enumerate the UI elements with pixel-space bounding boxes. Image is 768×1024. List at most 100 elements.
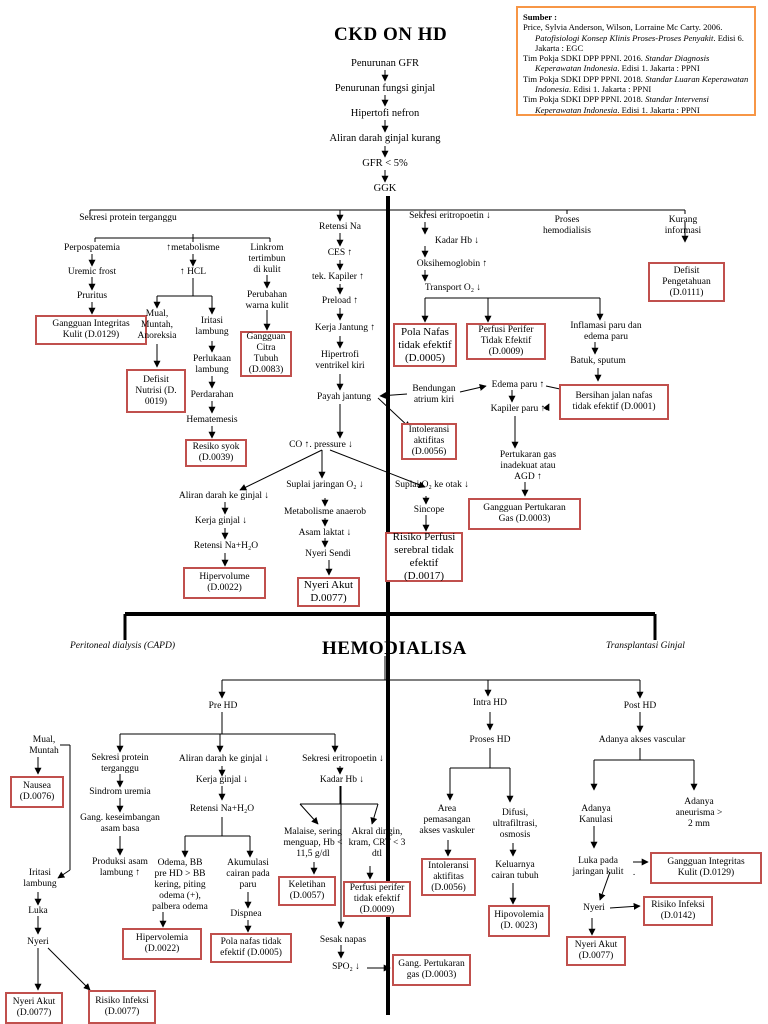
node-sesak: Sesak napas: [319, 935, 367, 945]
node-aliran-hd: Aliran darah ke ginjal ↓: [178, 754, 270, 764]
node-perdarahan: Perdarahan: [190, 390, 234, 400]
node-akral: Akral dingin, kram, CRT < 3 dtl: [348, 827, 406, 859]
capd-label: Peritoneal dialysis (CAPD): [70, 641, 176, 651]
dx-risiko-perfusi: Risiko Perfusi serebral tidak efektif (D…: [385, 531, 463, 582]
node-retensi-nah2o: Retensi Na+H₂O: [193, 541, 259, 551]
node-edema: Edema paru ↑: [491, 380, 545, 390]
node-kanulasi: Adanya Kanulasi: [579, 804, 613, 825]
node-mual-muntah: Mual, Muntah: [29, 735, 59, 756]
node-retensi-na: Retensi Na: [319, 222, 361, 232]
dx-defisit-pengetahuan: Defisit Pengetahuan (D.0111): [648, 262, 725, 302]
node-uremic: Uremic frost: [67, 267, 117, 277]
source-ref: Price, Sylvia Anderson, Wilson, Lorraine…: [523, 22, 744, 53]
sources-heading: Sumber :: [523, 12, 557, 22]
node-kurang-info: Kurang informasi: [664, 215, 702, 236]
sources-box: Sumber : Price, Sylvia Anderson, Wilson,…: [516, 6, 756, 116]
dx-risiko-infeksi-pre: Risiko Infeksi (D.0077): [88, 990, 156, 1024]
node-sindrom: Sindrom uremia: [89, 787, 151, 797]
diagram-title: CKD ON HD: [334, 24, 448, 45]
dx-nyeri-akut-post: Nyeri Akut (D.0077): [566, 936, 626, 966]
dx-keletihan: Keletihan (D.0057): [278, 876, 336, 906]
node-oksihemoglobin: Oksihemoglobin ↑: [416, 259, 488, 269]
node-luka: Luka: [28, 906, 48, 916]
node-keluarnya: Keluarnya cairan tubuh: [491, 860, 539, 881]
node-transport: Transport O₂ ↓: [424, 283, 482, 293]
node-nyeri-post: Nyeri: [583, 903, 605, 913]
node-produksi: Produksi asam lambung ↑: [92, 857, 148, 878]
dx-integritas-kulit: Gangguan Integritas Kulit (D.0129): [35, 315, 147, 345]
dx-gangguan-pertukaran: Gangguan Pertukaran Gas (D.0003): [468, 498, 581, 530]
node-mual: Mual, Muntah, Anoreksia: [137, 309, 177, 341]
node-protein-hd: Sekresi protein terganggu: [91, 753, 149, 774]
node-kadar-hb: Kadar Hb ↓: [434, 236, 480, 246]
node-dispnea: Dispnea: [230, 909, 262, 919]
node-iritasi-lambung: Iritasi lambung: [23, 868, 57, 889]
node-gang-asam: Gang. keseimbangan asam basa: [80, 813, 160, 834]
node-difusi: Difusi, ultrafiltrasi, osmosis: [492, 808, 538, 840]
dx-intoleransi: Intoleransi aktifitas (D.0056): [401, 423, 457, 460]
node-asam-laktat: Asam laktat ↓: [298, 528, 352, 538]
node-payah: Payah jantung: [316, 392, 372, 402]
hemodialisa-title: HEMODIALISA: [322, 638, 467, 659]
dx-perfusi-perifer-hd: Perfusi perifer tidak efektif (D.0009): [343, 881, 411, 917]
node-kadar-hb-hd: Kadar Hb ↓: [319, 775, 365, 785]
node-metabolisme-anaerob: Metabolisme anaerob: [283, 507, 367, 517]
node-linkrom: Linkrom tertimbun di kulit: [248, 243, 286, 275]
node-spo2: SPO₂ ↓: [332, 962, 360, 972]
dx-hipovolemia: Hipovolemia (D. 0023): [488, 905, 550, 937]
node-gfr5: GFR < 5%: [362, 158, 408, 169]
source-ref: Tim Pokja SDKI DPP PPNI. 2016. Standar D…: [523, 53, 710, 74]
node-batuk: Batuk, sputum: [570, 356, 626, 366]
node-aneurisma: Adanya aneurisma > 2 mm: [675, 797, 723, 829]
node-dot: .: [632, 868, 636, 878]
transplantasi-label: Transplantasi Ginjal: [606, 641, 685, 651]
dx-perfusi-perifer: Perfusi Perifer Tidak Efektif (D.0009): [466, 323, 546, 360]
dx-risiko-infeksi-post: Risiko Infeksi (D.0142): [643, 896, 713, 926]
dx-nausea: Nausea (D.0076): [10, 776, 64, 808]
dx-hipervolemia: Hipervolemia (D.0022): [122, 928, 202, 960]
source-ref: Tim Pokja SDKI DPP PPNI. 2018. Standar L…: [523, 73, 749, 95]
node-hematemesis: Hematemesis: [186, 415, 238, 425]
dx-citra-tubuh: Gangguan Citra Tubuh (D.0083): [240, 331, 292, 377]
node-kapiler-paru: Kapiler paru ↑: [490, 404, 546, 414]
node-kerja-ginjal: Kerja ginjal ↓: [194, 516, 248, 526]
node-inflamasi: Inflamasi paru dan edema paru: [570, 321, 642, 342]
node-perlukaan: Perlukaan lambung: [193, 354, 231, 375]
node-retensi-hd: Retensi Na+H₂O: [189, 804, 255, 814]
node-nyeri-sendi: Nyeri Sendi: [305, 549, 351, 559]
node-pre-hd: Pre HD: [208, 701, 238, 711]
dx-resiko-syok: Resiko syok (D.0039): [185, 439, 247, 467]
dx-pola-nafas: Pola Nafas tidak efektif (D.0005): [393, 323, 457, 367]
node-malaise: Malaise, sering menguap, Hb < 11,5 g/dl: [283, 827, 343, 859]
node-perpospatemia: Perpospatemia: [64, 243, 120, 253]
node-eritropoetin-hd: Sekresi eritropoetin ↓: [302, 754, 384, 764]
node-perubahan: Perubahan warna kulit: [245, 290, 289, 311]
node-area: Area pemasangan akses vaskuler: [419, 804, 475, 836]
node-bendungan: Bendungan atrium kiri: [412, 384, 456, 405]
node-suplai-otak: Suplai O₂ ke otak ↓: [394, 480, 470, 490]
node-proses-hd: Proses hemodialisis: [542, 215, 592, 236]
dx-bersihan-jalan-nafas: Bersihan jalan nafas tidak efektif (D.00…: [559, 384, 669, 420]
dx-hipervolume: Hipervolume (D.0022): [183, 567, 266, 599]
node-sincope: Sincope: [413, 505, 445, 515]
node-akumulasi: Akumulasi cairan pada paru: [226, 858, 270, 890]
node-suplai-jaringan: Suplai jaringan O₂ ↓: [286, 480, 364, 490]
dx-intoleransi-hd: Intoleransi aktifitas (D.0056): [421, 858, 476, 896]
node-renal-down: Penurunan fungsi ginjal: [334, 83, 436, 94]
dx-nyeri-akut: Nyeri Akut D.0077): [297, 577, 360, 607]
node-intra-hd: Intra HD: [472, 698, 508, 708]
dx-nyeri-akut-pre: Nyeri Akut (D.0077): [5, 992, 63, 1024]
node-metabolisme: ↑metabolisme: [166, 243, 220, 253]
node-odema: Odema, BB pre HD > BB kering, piting ode…: [152, 858, 208, 912]
node-kerja-ginjal-hd: Kerja ginjal ↓: [195, 775, 249, 785]
node-iritasi: Iritasi lambung: [195, 316, 229, 337]
node-blood-flow: Aliran darah ginjal kurang: [329, 133, 441, 144]
node-eritropoetin: Sekresi eritropoetin ↓: [409, 211, 491, 221]
node-co: CO ↑. pressure ↓: [289, 440, 353, 450]
node-protein: Sekresi protein terganggu: [79, 213, 177, 223]
node-hcl: ↑ HCL: [179, 267, 207, 277]
source-ref: Tim Pokja SDKI DPP PPNI. 2018. Standar I…: [523, 94, 709, 115]
node-pertukaran: Pertukaran gas inadekuat atau AGD ↑: [499, 450, 557, 482]
node-aliran: Aliran darah ke ginjal ↓: [178, 491, 270, 501]
